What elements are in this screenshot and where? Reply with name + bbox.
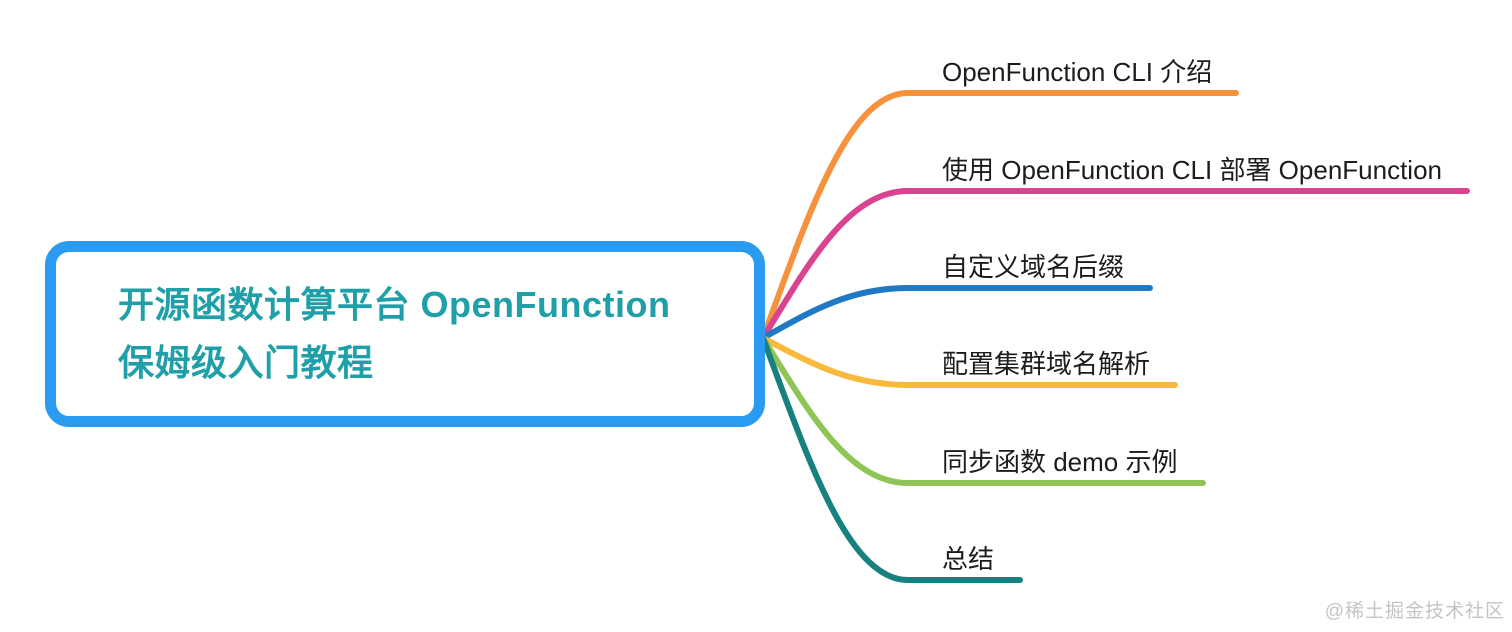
branch-label-cluster-dns[interactable]: 配置集群域名解析	[942, 349, 1151, 379]
branch-label-deploy-cli[interactable]: 使用 OpenFunction CLI 部署 OpenFunction	[942, 155, 1443, 185]
root-title-line-1: 开源函数计算平台 OpenFunction	[118, 284, 671, 325]
branch-label-sync-demo[interactable]: 同步函数 demo 示例	[942, 447, 1178, 477]
branch-label-summary[interactable]: 总结	[942, 544, 995, 574]
branch-label-domain-suffix[interactable]: 自定义域名后缀	[942, 252, 1125, 282]
root-topic-node[interactable]: 开源函数计算平台 OpenFunction 保姆级入门教程	[45, 241, 765, 427]
branch-curve	[760, 335, 1023, 583]
branch-curve	[760, 285, 1153, 341]
root-title-line-2: 保姆级入门教程	[118, 342, 374, 383]
branch-curve	[760, 335, 1178, 388]
watermark-text: @稀土掘金技术社区	[1324, 601, 1505, 622]
branch-curve	[760, 90, 1239, 341]
branch-curve	[760, 188, 1470, 341]
branch-curve	[760, 335, 1206, 486]
root-topic-title: 开源函数计算平台 OpenFunction 保姆级入门教程	[56, 276, 670, 392]
branch-label-cli-intro[interactable]: OpenFunction CLI 介绍	[942, 57, 1213, 87]
